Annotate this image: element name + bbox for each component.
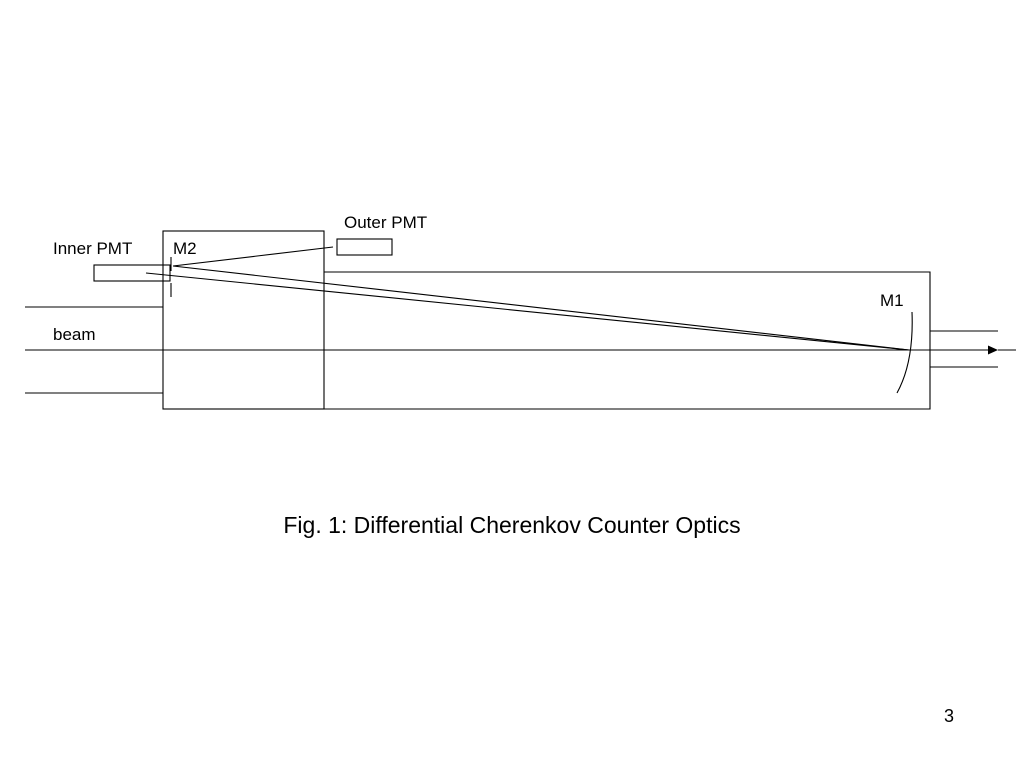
mirror-m1 [896, 311, 913, 394]
ray-m2-to-outer-pmt [172, 246, 334, 267]
ray-m1-to-m2 [172, 265, 910, 351]
inner-pmt-label: Inner PMT [53, 239, 132, 258]
m1-label: M1 [880, 291, 904, 310]
page-number: 3 [944, 706, 955, 726]
figure-caption: Fig. 1: Differential Cherenkov Counter O… [283, 512, 741, 538]
beam-arrowhead [988, 345, 998, 355]
m2-housing [162, 230, 325, 410]
inner-pmt [93, 264, 171, 282]
beam-label: beam [53, 325, 96, 344]
outer-pmt-label: Outer PMT [344, 213, 427, 232]
outer-pmt [336, 238, 393, 256]
ray-m1-to-inner-pmt [145, 272, 910, 351]
m2-label: M2 [173, 239, 197, 258]
counter-vessel [324, 271, 931, 410]
